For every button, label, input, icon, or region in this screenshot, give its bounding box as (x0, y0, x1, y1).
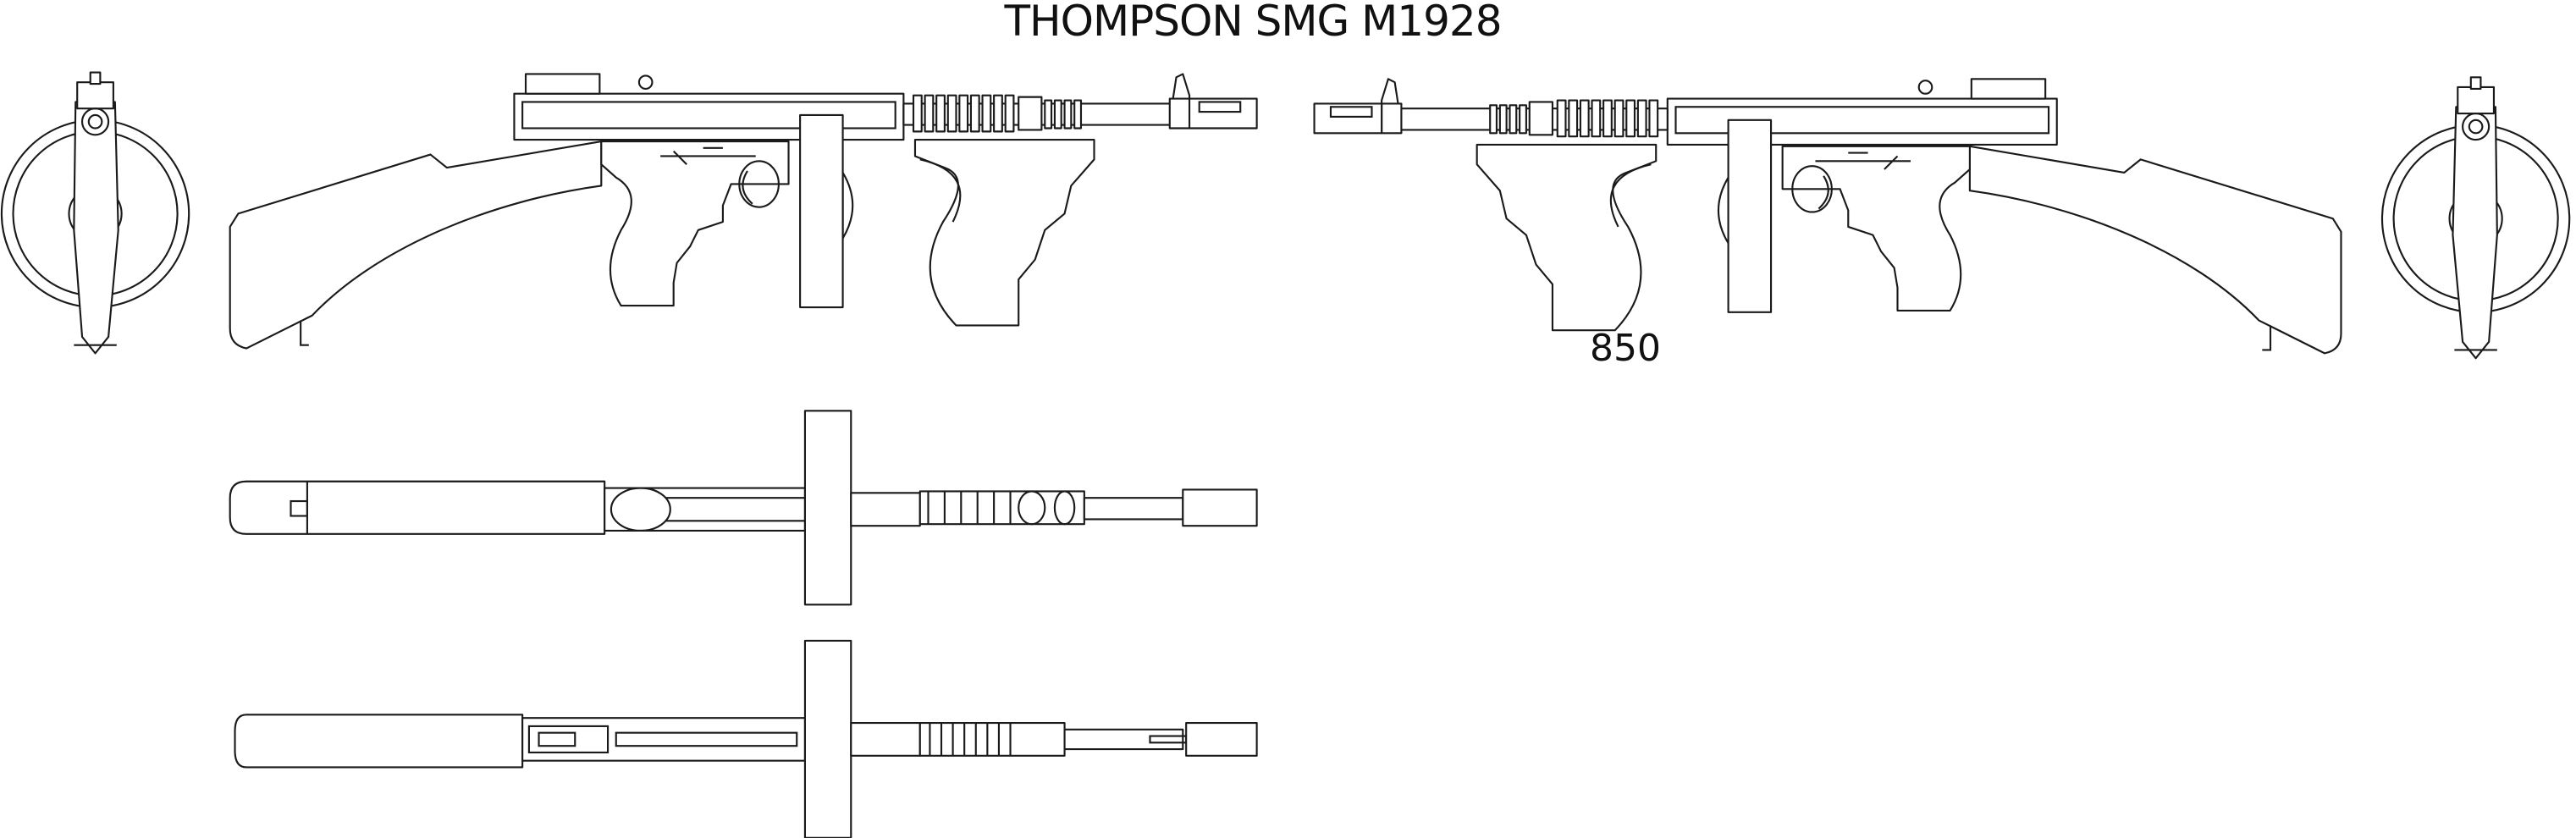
left-side-view (1313, 76, 2571, 360)
right-side-view (0, 71, 1258, 355)
top-view (229, 410, 1258, 606)
drawing-number: 850 (1590, 327, 1661, 370)
drawing-title: THOMPSON SMG M1928 (1004, 0, 1502, 46)
bottom-view (234, 639, 1258, 838)
